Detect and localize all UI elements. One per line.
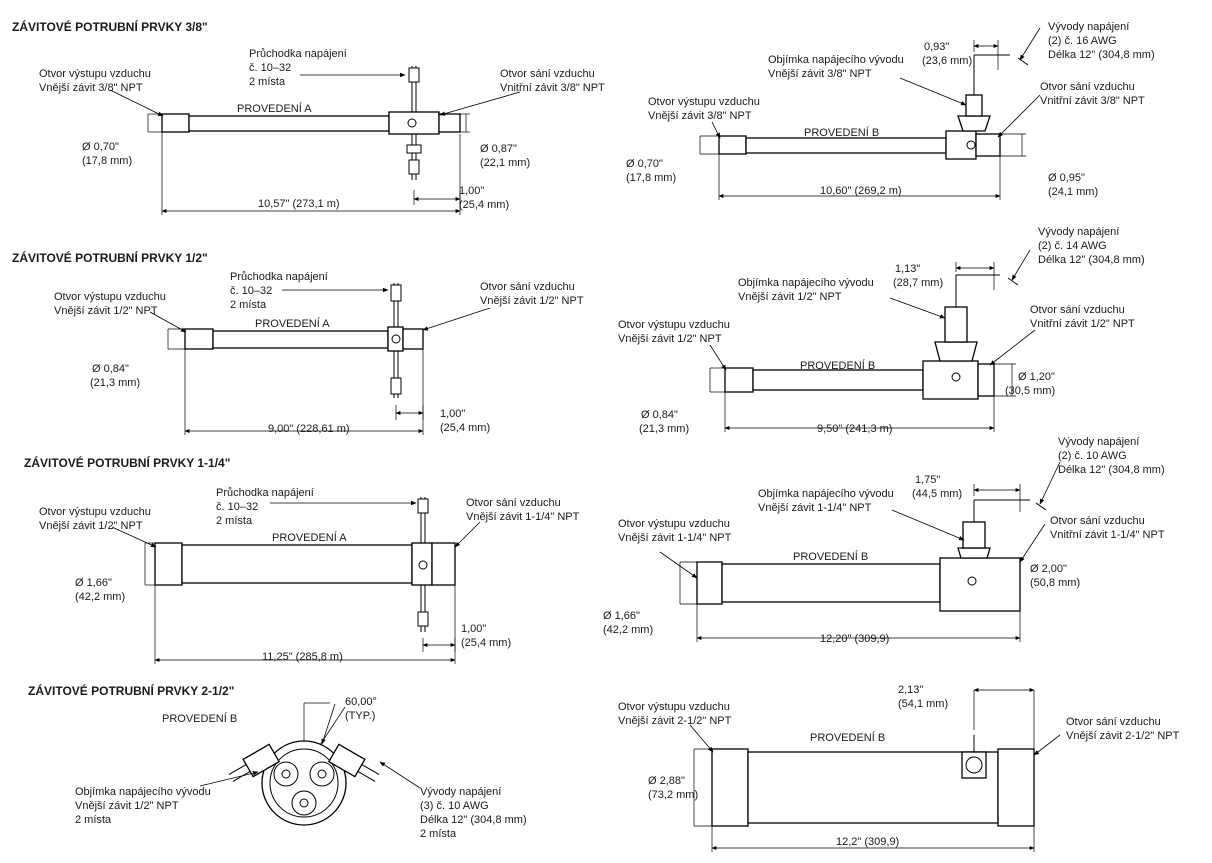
label-1-1-4-b-dia-in: Ø 2,00" (50,8 mm) bbox=[1030, 563, 1080, 589]
label-3-8-a-outlet: Otvor výstupu vzduchu Vnější závit 3/8" … bbox=[39, 68, 154, 94]
label-3-8-b-inlet: Otvor sání vzduchu Vnitřní závit 3/8" NP… bbox=[1040, 81, 1145, 107]
label-1-1-4-b-leads: Vývody napájení (2) č. 10 AWG Délka 12" … bbox=[1058, 436, 1165, 476]
label-3-8-a-dia-in: Ø 0,87" (22,1 mm) bbox=[480, 143, 530, 169]
leaders-1-2-a bbox=[149, 287, 491, 333]
section-title-3-8: ZÁVITOVÉ POTRUBNÍ PRVKY 3/8" bbox=[12, 19, 208, 34]
label-1-2-b-leads: Vývody napájení (2) č. 14 AWG Délka 12" … bbox=[1038, 226, 1145, 266]
dimensions-1-2-b bbox=[709, 262, 1016, 432]
label-2-1-2-height: 2,13" (54,1 mm) bbox=[898, 684, 948, 710]
label-2-1-2-angle: 60,00° (TYP.) bbox=[345, 696, 380, 722]
label-1-1-4-b-variant: PROVEDENÍ B bbox=[793, 550, 868, 563]
fitting-3-8-variant-a bbox=[161, 66, 461, 180]
label-1-1-4-b-outlet: Otvor výstupu vzduchu Vnější závit 1-1/4… bbox=[618, 518, 733, 544]
label-1-1-4-a-offset: 1,00" (25,4 mm) bbox=[461, 623, 511, 649]
label-1-2-b-sleeve: Objímka napájecího vývodu Vnější závit 1… bbox=[738, 277, 877, 303]
label-1-1-4-a-feed: Průchodka napájení č. 10–32 2 místa bbox=[216, 487, 317, 527]
label-1-2-b-length: 9,50" (241,3 m) bbox=[817, 423, 892, 435]
label-1-2-b-height: 1,13" (28,7 mm) bbox=[893, 263, 943, 289]
label-1-1-4-a-outlet: Otvor výstupu vzduchu Vnější závit 1/2" … bbox=[39, 506, 154, 532]
label-2-1-2-sleeve: Objímka napájecího vývodu Vnější závit 1… bbox=[75, 786, 214, 826]
fitting-1-2-variant-a bbox=[184, 283, 424, 398]
label-1-1-4-b-length: 12,20" (309,9) bbox=[820, 633, 889, 645]
dimensions-1-2-a bbox=[167, 328, 424, 435]
leaders-1-1-4-a bbox=[111, 500, 481, 548]
leaders-3-8-b bbox=[711, 27, 1041, 139]
fitting-3-8-variant-b bbox=[718, 54, 1029, 160]
label-1-2-a-variant: PROVEDENÍ A bbox=[255, 317, 330, 330]
label-1-1-4-a-variant: PROVEDENÍ A bbox=[272, 531, 347, 544]
label-2-1-2-end-variant: PROVEDENÍ B bbox=[162, 712, 237, 725]
fitting-2-1-2-side-view bbox=[711, 735, 1035, 827]
label-1-2-a-feed: Průchodka napájení č. 10–32 2 místa bbox=[230, 271, 331, 311]
label-1-1-4-b-inlet: Otvor sání vzduchu Vnitřní závit 1-1/4" … bbox=[1050, 515, 1165, 541]
label-1-2-a-dia-out: Ø 0,84" (21,3 mm) bbox=[90, 363, 140, 389]
label-2-1-2-leads: Vývody napájení (3) č. 10 AWG Délka 12" … bbox=[420, 786, 530, 840]
label-3-8-a-variant: PROVEDENÍ A bbox=[237, 102, 312, 115]
label-1-2-b-variant: PROVEDENÍ B bbox=[800, 359, 875, 372]
label-3-8-a-inlet: Otvor sání vzduchu Vnitřní závit 3/8" NP… bbox=[500, 68, 605, 94]
label-2-1-2-dia: Ø 2,88" (73,2 mm) bbox=[648, 775, 698, 801]
label-3-8-b-sleeve: Objímka napájecího vývodu Vnější závit 3… bbox=[768, 54, 907, 80]
label-3-8-b-variant: PROVEDENÍ B bbox=[804, 126, 879, 139]
label-2-1-2-outlet: Otvor výstupu vzduchu Vnější závit 2-1/2… bbox=[618, 701, 733, 727]
label-1-1-4-a-inlet: Otvor sání vzduchu Vnější závit 1-1/4" N… bbox=[466, 497, 580, 523]
label-1-2-b-dia-out: Ø 0,84" (21,3 mm) bbox=[639, 409, 689, 435]
label-3-8-a-offset: 1,00" (25,4 mm) bbox=[459, 185, 509, 211]
fitting-1-1-4-variant-b bbox=[696, 499, 1047, 612]
dimensions-1-1-4-a bbox=[144, 542, 456, 664]
dimensions-3-8-b bbox=[699, 40, 1026, 200]
label-2-1-2-length: 12,2" (309,9) bbox=[836, 836, 899, 848]
fitting-1-2-variant-b bbox=[724, 274, 1019, 400]
label-1-1-4-a-dia-out: Ø 1,66" (42,2 mm) bbox=[75, 577, 125, 603]
label-3-8-b-length: 10,60" (269,2 m) bbox=[820, 185, 902, 197]
label-1-2-a-outlet: Otvor výstupu vzduchu Vnější závit 1/2" … bbox=[54, 291, 169, 317]
leaders-1-2-b bbox=[709, 249, 1036, 371]
leaders-1-1-4-b bbox=[659, 461, 1061, 579]
fitting-1-1-4-variant-a bbox=[154, 497, 456, 632]
label-1-1-4-a-length: 11,25" (285,8 m) bbox=[262, 651, 343, 663]
label-1-1-4-b-dia-out: Ø 1,66" (42,2 mm) bbox=[603, 610, 653, 636]
dimensions-2-1-2-side bbox=[693, 688, 1035, 852]
leaders-2-1-2-side bbox=[689, 724, 1061, 756]
leaders-3-8-a bbox=[109, 72, 521, 117]
label-3-8-a-length: 10,57" (273,1 m) bbox=[258, 198, 340, 210]
label-1-1-4-b-sleeve: Objímka napájecího vývodu Vnější závit 1… bbox=[758, 488, 897, 514]
label-3-8-b-outlet: Otvor výstupu vzduchu Vnější závit 3/8" … bbox=[648, 96, 763, 122]
label-1-2-b-dia-in: Ø 1,20" (30,5 mm) bbox=[1005, 371, 1058, 397]
label-3-8-b-height: 0,93" (23,6 mm) bbox=[922, 41, 972, 67]
label-3-8-a-dia-out: Ø 0,70" (17,8 mm) bbox=[82, 141, 132, 167]
label-1-1-4-b-height: 1,75" (44,5 mm) bbox=[912, 474, 962, 500]
section-title-2-1-2: ZÁVITOVÉ POTRUBNÍ PRVKY 2-1/2" bbox=[28, 683, 234, 698]
dimensions-1-1-4-b bbox=[679, 484, 1021, 642]
label-1-2-a-offset: 1,00" (25,4 mm) bbox=[440, 408, 490, 434]
label-3-8-b-dia-out: Ø 0,70" (17,8 mm) bbox=[626, 158, 676, 184]
section-title-1-2: ZÁVITOVÉ POTRUBNÍ PRVKY 1/2" bbox=[12, 250, 208, 265]
label-3-8-b-dia-in: Ø 0,95" (24,1 mm) bbox=[1048, 172, 1098, 198]
leaders-2-1-2-end bbox=[199, 703, 421, 789]
label-2-1-2-side-variant: PROVEDENÍ B bbox=[810, 731, 885, 744]
label-3-8-a-feed: Průchodka napájení č. 10–32 2 místa bbox=[249, 48, 350, 88]
fitting-2-1-2-end-view bbox=[228, 702, 380, 826]
label-1-2-a-length: 9,00" (228,61 m) bbox=[268, 423, 350, 435]
label-3-8-b-leads: Vývody napájení (2) č. 16 AWG Délka 12" … bbox=[1048, 21, 1155, 61]
label-1-2-a-inlet: Otvor sání vzduchu Vnější závit 1/2" NPT bbox=[480, 281, 584, 307]
section-title-1-1-4: ZÁVITOVÉ POTRUBNÍ PRVKY 1-1/4" bbox=[24, 455, 230, 470]
label-2-1-2-inlet: Otvor sání vzduchu Vnější závit 2-1/2" N… bbox=[1066, 716, 1180, 742]
label-1-2-b-outlet: Otvor výstupu vzduchu Vnější závit 1/2" … bbox=[618, 319, 733, 345]
label-1-2-b-inlet: Otvor sání vzduchu Vnitřní závit 1/2" NP… bbox=[1030, 304, 1135, 330]
